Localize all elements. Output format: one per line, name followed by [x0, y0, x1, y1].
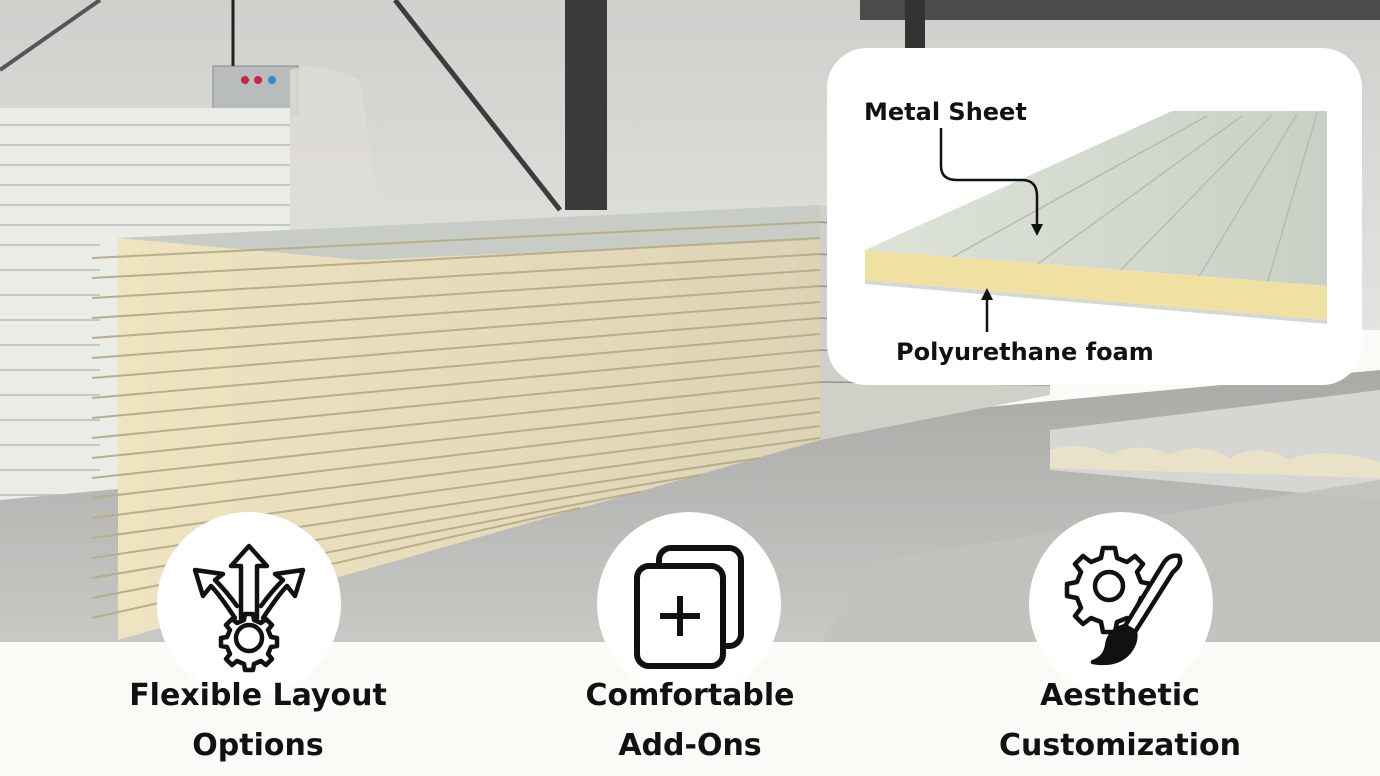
gear-paintbrush-icon [1064, 545, 1183, 666]
feature-title-line1: Flexible Layout [129, 678, 387, 713]
feature-icon-circle-addons [597, 512, 781, 696]
feature-aesthetic-customization: Aesthetic Customization [952, 671, 1288, 771]
feature-title-line1: Comfortable [585, 678, 795, 713]
feature-title-line2: Add-Ons [618, 728, 762, 763]
feature-title-line2: Options [192, 728, 324, 763]
add-layers-icon [634, 545, 744, 669]
feature-flexible-layout: Flexible Layout Options [90, 671, 426, 771]
feature-title-line2: Customization [998, 728, 1242, 763]
feature-title-line1: Aesthetic [1040, 678, 1200, 713]
feature-icon-circle-aesthetic [1029, 512, 1213, 696]
panel-cross-section-callout: Metal Sheet Polyurethane foam [827, 48, 1362, 385]
metal-sheet-label: Metal Sheet [864, 98, 1027, 126]
feature-comfortable-addons: Comfortable Add-Ons [522, 671, 858, 771]
polyurethane-foam-label: Polyurethane foam [896, 338, 1154, 366]
arrows-gear-icon [192, 543, 306, 673]
feature-icon-circle-flexible [157, 512, 341, 696]
sandwich-panel-illustration [865, 111, 1327, 332]
